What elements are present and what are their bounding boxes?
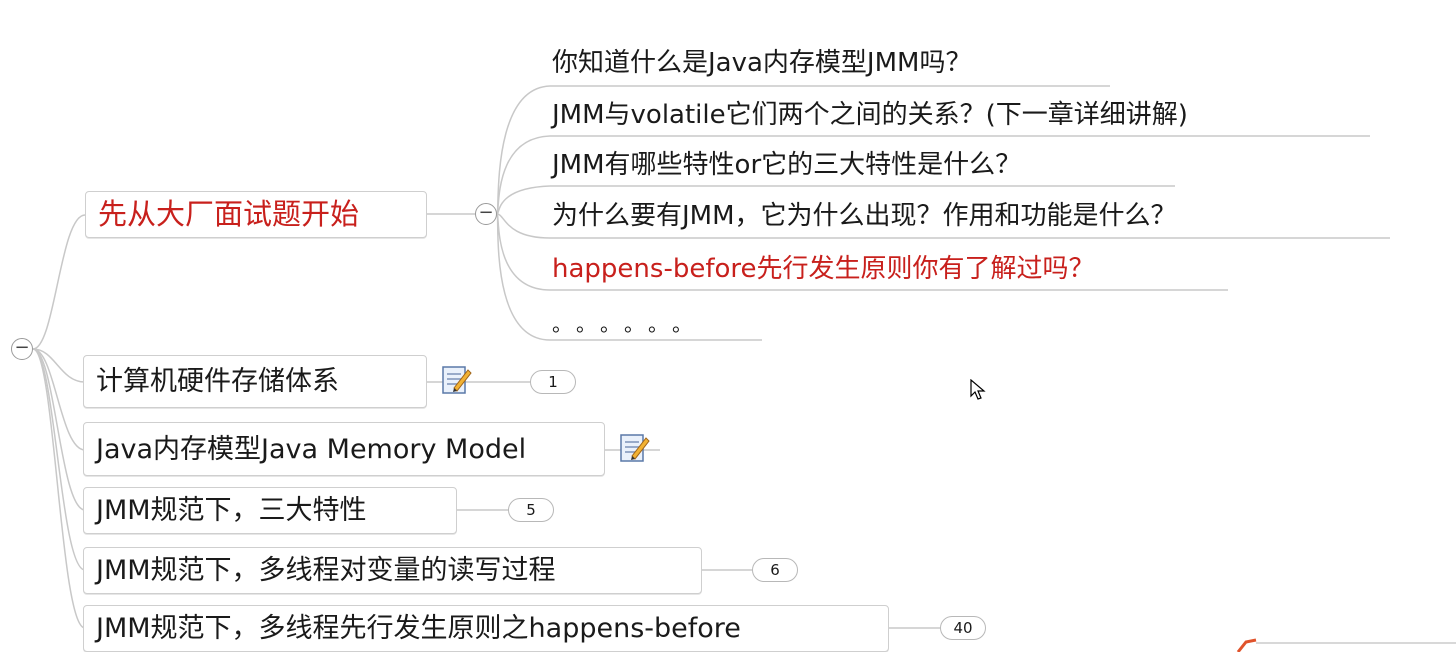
node-happens-label: JMM规范下，多线程先行发生原则之happens-before [96, 613, 741, 644]
offscreen-shape-edge [1236, 638, 1456, 652]
root-collapse-toggle[interactable]: − [11, 338, 33, 360]
subtopic-count-badge[interactable]: 40 [940, 616, 986, 640]
question-leaf-highlighted[interactable]: happens-before先行发生原则你有了解过吗？ [552, 254, 1095, 284]
subtopic-count-badge[interactable]: 6 [752, 558, 798, 582]
note-icon[interactable] [618, 432, 650, 464]
node-hardware-storage[interactable]: 计算机硬件存储体系 [83, 355, 427, 408]
subtopic-count-badge[interactable]: 1 [530, 370, 576, 394]
note-icon[interactable] [440, 364, 472, 396]
node-features-label: JMM规范下，三大特性 [96, 495, 367, 526]
node-three-features[interactable]: JMM规范下，三大特性 [83, 487, 457, 534]
interview-collapse-toggle[interactable]: − [475, 203, 497, 225]
node-jmm-label: Java内存模型Java Memory Model [96, 433, 527, 465]
node-java-memory-model[interactable]: Java内存模型Java Memory Model [83, 422, 605, 476]
question-leaf-ellipsis[interactable]: 。。。。。。 [552, 312, 706, 336]
question-leaf[interactable]: 为什么要有JMM，它为什么出现？作用和功能是什么？ [552, 201, 1177, 231]
node-happens-before[interactable]: JMM规范下，多线程先行发生原则之happens-before [83, 605, 889, 652]
cursor-icon [970, 379, 986, 400]
question-leaf[interactable]: JMM有哪些特性or它的三大特性是什么？ [552, 150, 1022, 180]
question-leaf[interactable]: 你知道什么是Java内存模型JMM吗？ [552, 48, 972, 78]
node-read-write-process[interactable]: JMM规范下，多线程对变量的读写过程 [83, 547, 702, 594]
node-interview-label: 先从大厂面试题开始 [98, 197, 360, 231]
node-readwrite-label: JMM规范下，多线程对变量的读写过程 [96, 555, 556, 586]
node-interview-questions[interactable]: 先从大厂面试题开始 [85, 191, 427, 238]
question-leaf[interactable]: JMM与volatile它们两个之间的关系？(下一章详细讲解) [552, 100, 1188, 130]
subtopic-count-badge[interactable]: 5 [508, 498, 554, 522]
node-hardware-label: 计算机硬件存储体系 [96, 366, 339, 397]
